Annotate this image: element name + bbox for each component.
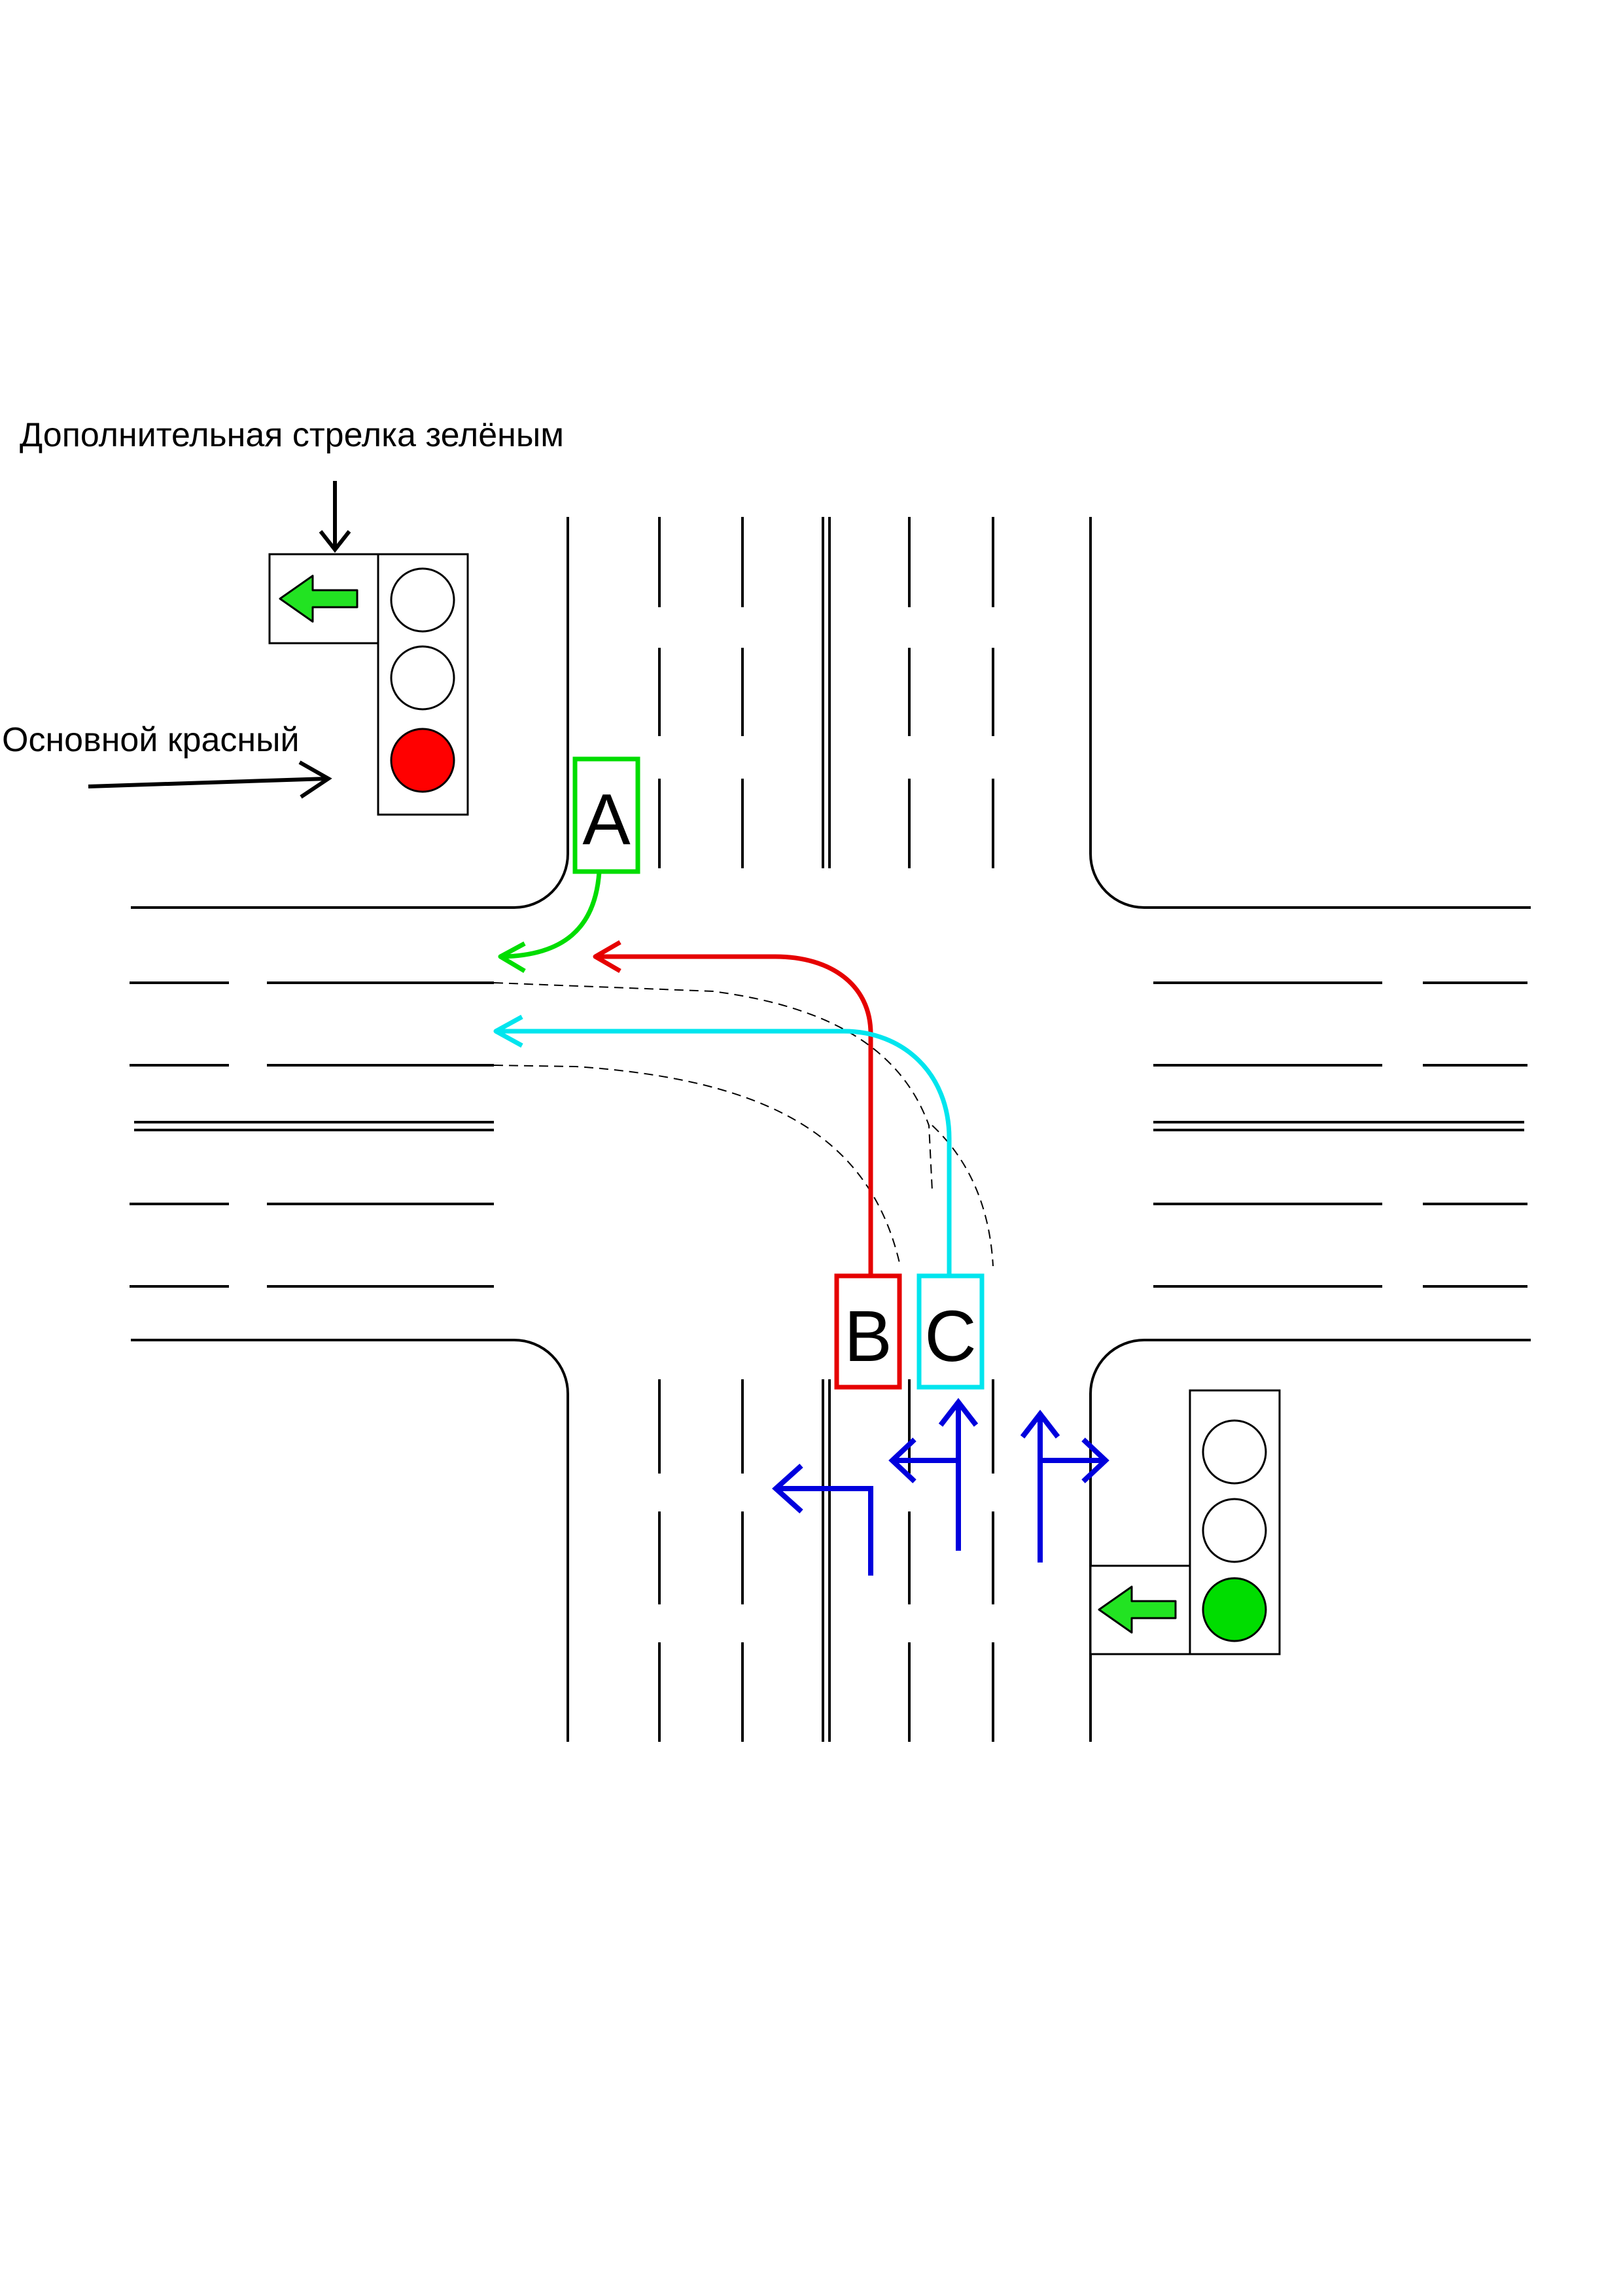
road-edge-top-left [131,517,569,909]
signal-lamp-top-off [390,567,455,633]
trajectory-a [498,871,602,974]
trajectory-c [493,1014,952,1276]
lane-arrow-left [772,1464,873,1576]
turn-guide-lines [493,982,994,1267]
annotation-main-red: Основной красный [2,721,332,799]
main-red-label: Основной красный [2,721,300,759]
vehicle-a-label: A [582,779,631,860]
vehicle-a: A [572,756,640,874]
lane-arrow-left-straight [888,1398,979,1551]
signal-lamp-red-on [390,728,455,793]
traffic-light-bottom-right [1089,1389,1281,1655]
extra-arrow-label: Дополнительная стрелка зелёным [20,416,564,454]
road-edges [131,517,1531,1742]
road-edge-bottom-left [131,1339,569,1742]
vehicle-c-label: C [924,1296,976,1377]
pointer-arrow-icon [88,777,328,788]
vehicle-b-label: B [844,1296,892,1377]
annotation-extra-arrow: Дополнительная стрелка зелёным [20,416,564,553]
traffic-light-top-left [268,553,469,816]
vehicle-b: B [834,1273,902,1390]
trajectory-b [593,940,873,1276]
vertical-lane-markings [658,517,994,1742]
road-edge-top-right [1089,517,1531,909]
vehicle-c: C [916,1273,985,1390]
green-left-arrow-icon [279,574,358,623]
signal-lamp-middle-off [1202,1498,1267,1563]
signal-lamp-middle-off [390,645,455,711]
green-left-arrow-icon [1098,1585,1177,1634]
signal-lamp-top-off [1202,1419,1267,1485]
lane-arrow-straight-right [1020,1409,1109,1563]
road-edge-bottom-right [1089,1339,1531,1742]
horizontal-lane-markings [130,981,1527,1288]
signal-lamp-green-on [1202,1577,1267,1642]
